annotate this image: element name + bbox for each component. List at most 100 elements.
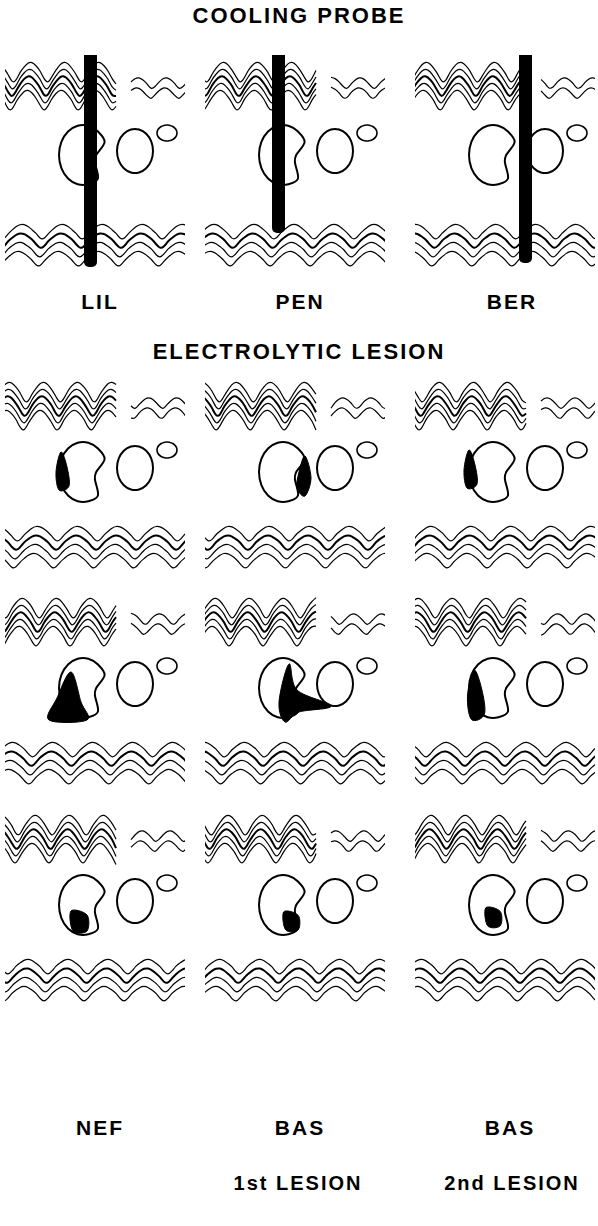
lesion-area [56, 452, 69, 491]
section-heading: COOLING PROBE [192, 4, 405, 28]
lower-fold [415, 544, 595, 559]
lower-fold [415, 233, 595, 247]
panel-label: NEF [76, 1116, 124, 1139]
nucleus-outline [469, 125, 515, 185]
cortex-fold [5, 69, 116, 90]
cortex-fold [415, 83, 526, 103]
lower-fold [415, 751, 595, 765]
cortex-fold [331, 614, 385, 625]
cortex-fold [541, 408, 595, 418]
lesion-area [485, 907, 502, 928]
cortex-fold [5, 410, 116, 430]
panel-label: BAS [275, 1116, 325, 1139]
cortex-fold [5, 626, 116, 646]
cortex-fold [415, 76, 526, 96]
nucleus-outline [567, 125, 587, 141]
cortex-fold [415, 843, 526, 864]
section-panel [415, 598, 595, 784]
cortex-fold [205, 836, 316, 856]
lower-fold [5, 769, 185, 784]
lower-fold [205, 233, 385, 247]
nucleus-outline [117, 879, 153, 923]
lower-fold [415, 742, 595, 756]
panel-label: 1st LESION [234, 1172, 363, 1194]
lower-fold [5, 751, 185, 765]
lower-fold [5, 959, 185, 974]
cortex-fold [541, 841, 595, 852]
nucleus-outline [317, 879, 353, 923]
cortex-fold [415, 836, 526, 856]
cortex-fold [331, 77, 385, 88]
cortex-fold [131, 408, 185, 419]
nucleus-outline [357, 658, 377, 674]
cooling-probe [272, 55, 285, 233]
cortex-fold [415, 410, 526, 430]
lower-fold [415, 535, 595, 551]
nucleus-outline [567, 442, 587, 458]
section-panel [205, 382, 385, 568]
lower-fold [415, 986, 595, 1002]
cortex-fold [415, 822, 526, 842]
cortex-fold [415, 626, 526, 646]
panel-label: PEN [275, 290, 324, 313]
lesion-area [48, 672, 89, 723]
cortex-fold [331, 87, 385, 98]
lower-fold [205, 242, 385, 256]
nucleus-outline [157, 442, 177, 458]
section-panel [205, 815, 385, 1001]
lower-fold [205, 968, 385, 983]
cortex-fold [331, 831, 385, 842]
lower-fold [5, 742, 185, 756]
cortex-fold [5, 382, 116, 402]
lower-fold [415, 760, 595, 774]
cortex-fold [205, 612, 316, 632]
cortex-fold [205, 403, 316, 423]
panel-label: BAS [485, 1116, 535, 1139]
cortex-fold [415, 815, 526, 835]
cortex-fold [541, 398, 595, 409]
lower-fold [205, 959, 385, 975]
nucleus-outline [117, 662, 153, 706]
cortex-fold [331, 624, 385, 635]
lower-fold [205, 760, 385, 775]
lower-fold [205, 977, 385, 991]
cortex-fold [415, 829, 526, 849]
cortex-fold [205, 83, 316, 103]
lower-fold [5, 760, 185, 775]
section-heading: ELECTROLYTIC LESION [153, 340, 446, 364]
cortex-fold [541, 830, 595, 841]
nucleus-outline [527, 129, 563, 173]
cortex-fold [331, 398, 385, 409]
cortex-fold [205, 90, 316, 110]
lesion-area [464, 450, 477, 489]
cortex-fold [5, 90, 116, 110]
cortex-fold [5, 822, 116, 842]
cortex-fold [131, 613, 185, 624]
panel-label: 2nd LESION [444, 1172, 580, 1194]
nucleus-outline [59, 125, 105, 185]
section-panel [415, 815, 595, 1002]
nucleus-outline [527, 662, 563, 706]
cortex-fold [5, 829, 116, 849]
cortex-fold [415, 612, 526, 632]
cortex-fold [205, 396, 316, 416]
lower-fold [5, 986, 185, 1000]
cortex-fold [205, 410, 316, 430]
panel-label: LIL [81, 290, 119, 313]
lower-fold [205, 553, 385, 567]
lesion-area [297, 456, 311, 496]
cortex-fold [131, 398, 185, 409]
section-panel [5, 815, 185, 1001]
section-panel [5, 382, 185, 567]
nucleus-outline [117, 129, 153, 173]
cortex-fold [331, 408, 385, 419]
section-panel [5, 55, 185, 267]
cortex-fold [205, 598, 316, 619]
cortex-fold [205, 605, 316, 625]
lower-fold [205, 251, 385, 265]
nucleus-outline [157, 658, 177, 674]
cortex-fold [205, 626, 316, 646]
lower-fold [205, 535, 385, 550]
